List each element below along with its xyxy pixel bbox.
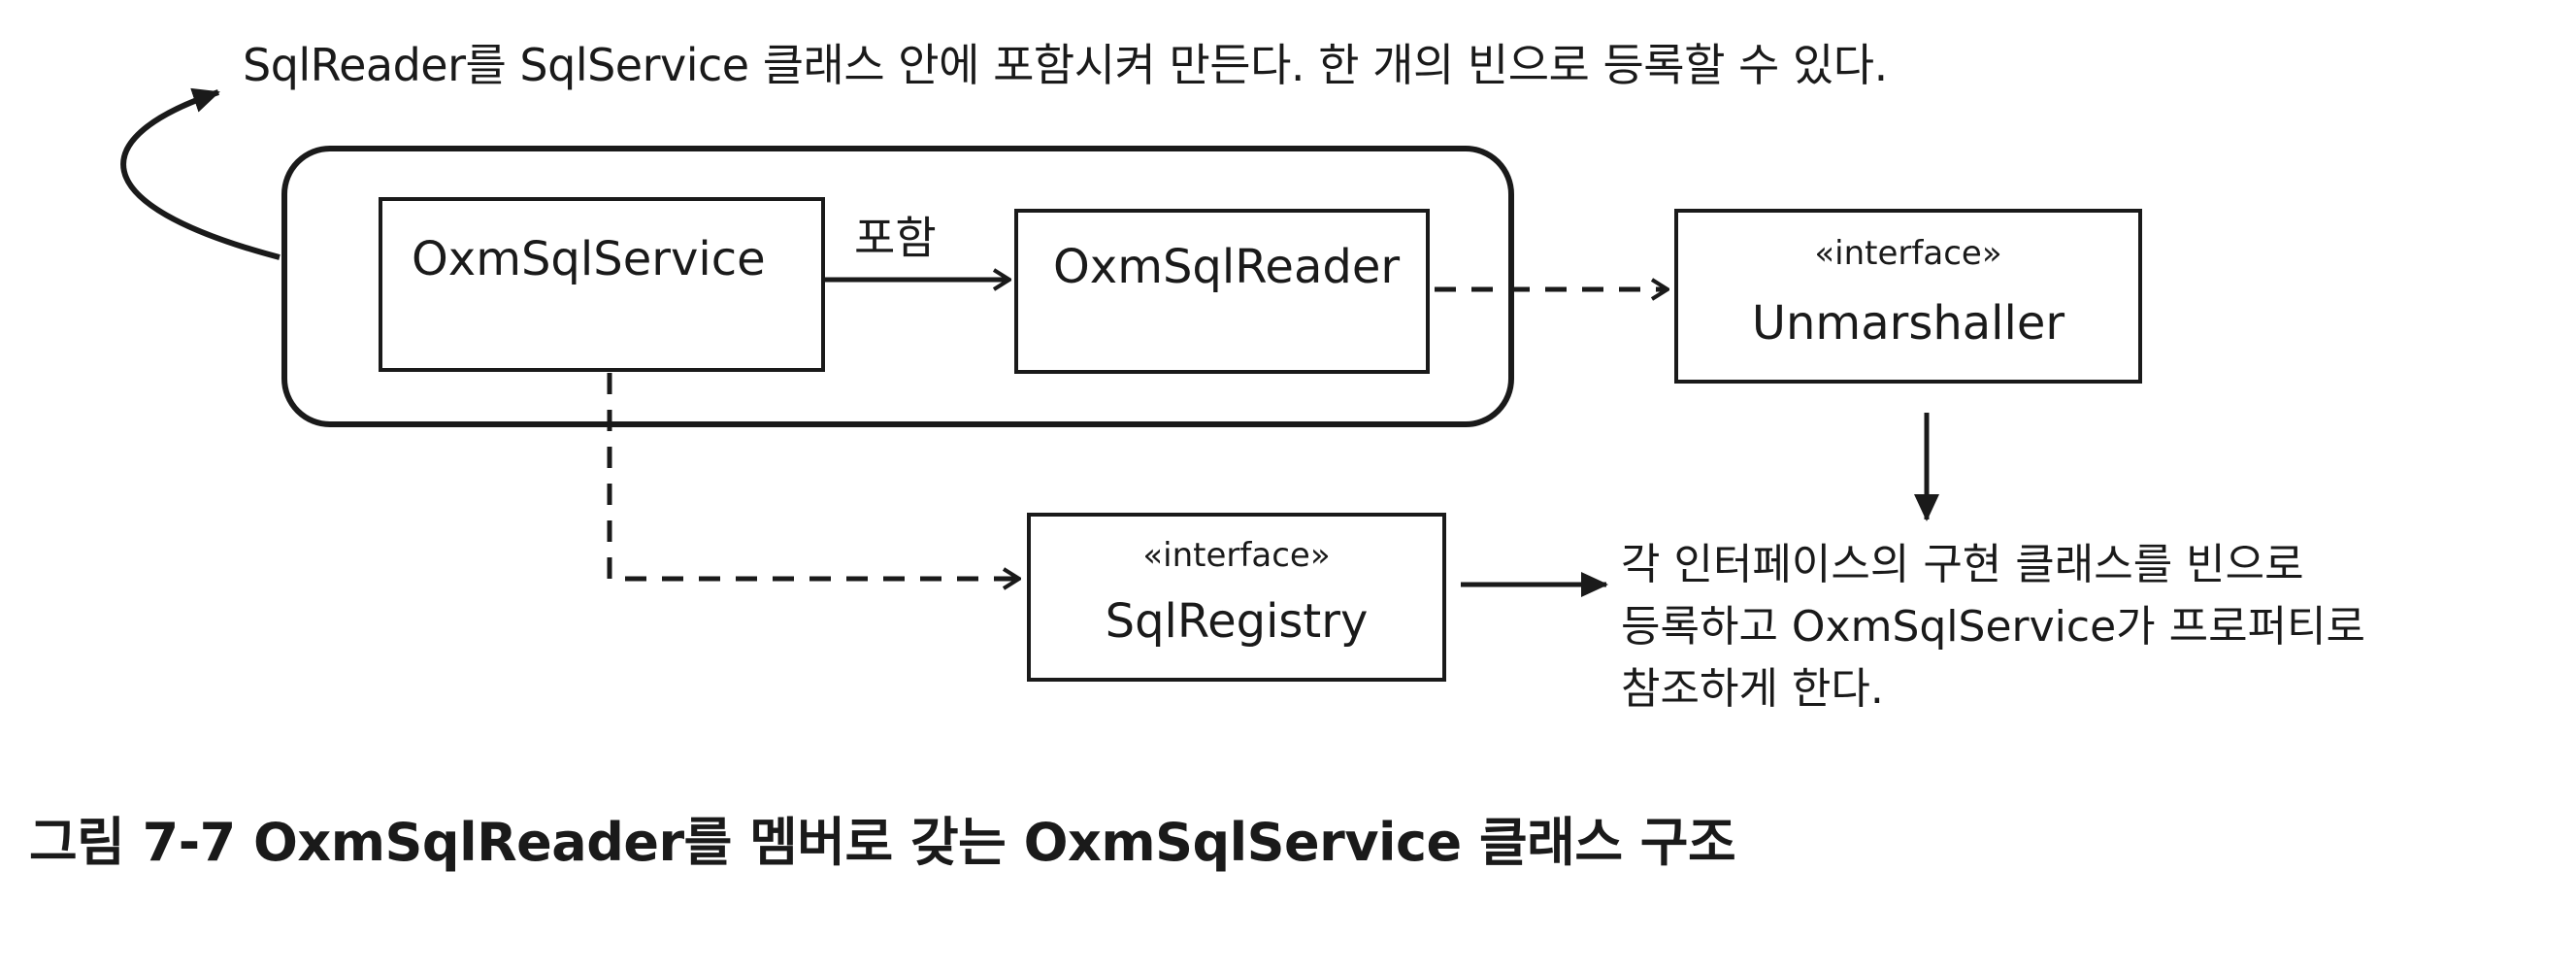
oxm-sql-service-box: OxmSqlService	[379, 197, 825, 372]
stereotype-label: «interface»	[1142, 536, 1331, 575]
note-curve-arrow	[120, 87, 281, 260]
interface-name: Unmarshaller	[1751, 296, 2065, 351]
side-note-line: 등록하고 OxmSqlService가 프로퍼티로	[1621, 602, 2366, 652]
side-note-line: 참조하게 한다.	[1621, 664, 1884, 714]
class-name: OxmSqlService	[412, 232, 766, 286]
side-note: 각 인터페이스의 구현 클래스를 빈으로 등록하고 OxmSqlService가…	[1621, 534, 2365, 720]
oxm-sql-reader-box: OxmSqlReader	[1014, 209, 1430, 374]
stereotype-label: «interface»	[1814, 234, 2002, 273]
contain-label: 포함	[854, 212, 937, 264]
top-note: SqlReader를 SqlService 클래스 안에 포함시켜 만든다. 한…	[243, 39, 1888, 91]
side-note-line: 각 인터페이스의 구현 클래스를 빈으로	[1621, 540, 2304, 589]
sql-registry-interface-box: «interface» SqlRegistry	[1027, 513, 1446, 682]
service-to-registry-dependency	[607, 373, 1019, 579]
interface-name: SqlRegistry	[1105, 594, 1369, 649]
figure-caption: 그림 7-7 OxmSqlReader를 멤버로 갖는 OxmSqlServic…	[29, 812, 1736, 873]
class-name: OxmSqlReader	[1053, 240, 1401, 294]
unmarshaller-interface-box: «interface» Unmarshaller	[1674, 209, 2142, 384]
single-bean-container	[281, 146, 1514, 427]
